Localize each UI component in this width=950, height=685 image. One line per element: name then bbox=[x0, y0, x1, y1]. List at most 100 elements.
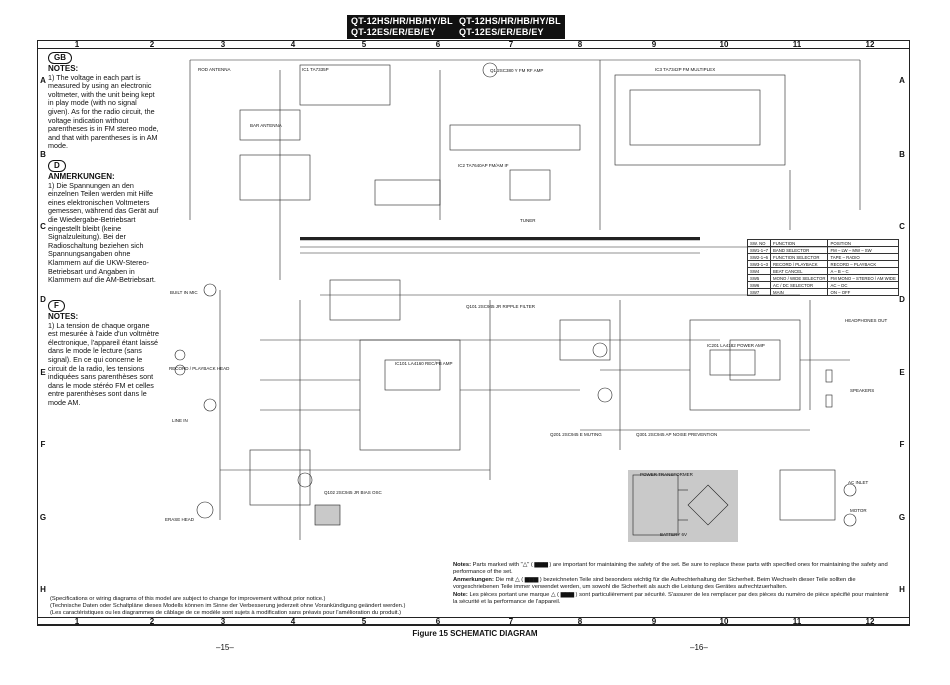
notes-text: 1) La tension de chaque organe est mesur… bbox=[48, 320, 160, 407]
label-erase-head: ERASE HEAD bbox=[165, 517, 195, 522]
col-label: 5 bbox=[361, 40, 367, 49]
row-label: E bbox=[40, 368, 46, 377]
notes-text: 1) The voltage in each part is measured … bbox=[48, 72, 159, 151]
power-supply-shaded-block bbox=[628, 470, 738, 542]
col-label: 1 bbox=[74, 617, 80, 626]
table-cell: SW1-1~7 bbox=[746, 246, 772, 254]
table-cell: SW6 bbox=[746, 281, 772, 289]
badge-d: D bbox=[48, 160, 66, 172]
schematic-drawing bbox=[174, 59, 861, 540]
col-label: 3 bbox=[220, 617, 226, 626]
row-label: D bbox=[899, 295, 905, 304]
label-power-transformer: POWER TRANSFORMER bbox=[640, 472, 693, 477]
label-am-antenna: BAR ANTENNA bbox=[250, 123, 282, 128]
notes-title: NOTES: bbox=[48, 64, 79, 73]
col-label: 8 bbox=[577, 617, 583, 626]
table-cell: SW2-1~6 bbox=[746, 253, 772, 261]
label-q102: Q102 2SC945 JR BIAS OSC bbox=[324, 490, 382, 495]
col-label: 4 bbox=[290, 617, 296, 626]
badge-gb: GB bbox=[48, 52, 72, 64]
safety-notes-label: Notes: bbox=[453, 562, 472, 568]
safety-notes-text: Parts marked with "△" ( ▆▆▆ ) are import… bbox=[453, 562, 888, 575]
row-label: C bbox=[40, 222, 46, 231]
row-label: A bbox=[899, 76, 905, 85]
column-bar-bottom: 1 2 3 4 5 6 7 8 9 10 11 12 bbox=[37, 617, 910, 626]
label-ac-inlet: AC INLET bbox=[848, 480, 869, 485]
model-title-right-line2: QT-12ES/ER/EB/EY bbox=[459, 27, 544, 37]
notes-title: ANMERKUNGEN: bbox=[48, 172, 115, 181]
safety-anm-label: Anmerkungen: bbox=[453, 577, 494, 583]
row-label: A bbox=[40, 76, 46, 85]
notes-title: NOTES: bbox=[48, 312, 79, 321]
spec-change-notes: (Specifications or wiring diagrams of th… bbox=[50, 596, 450, 617]
label-q201: Q201 2SC945 E MUTING bbox=[550, 432, 602, 437]
col-label: 7 bbox=[508, 617, 514, 626]
row-label: F bbox=[40, 440, 46, 449]
table-header-row: SW. NO FUNCTION POSITION bbox=[746, 239, 899, 247]
row-label: C bbox=[899, 222, 905, 231]
table-cell: A – B – C bbox=[827, 267, 899, 275]
table-cell: SW7 bbox=[746, 288, 772, 296]
label-ic1: IC1 TA7335P bbox=[302, 67, 329, 72]
table-header: POSITION bbox=[827, 239, 899, 247]
row-label: E bbox=[899, 368, 905, 377]
table-cell: FM MONO – STEREO / AM WIDE bbox=[827, 274, 899, 282]
col-label: 11 bbox=[792, 617, 802, 626]
label-ic101: IC101 LA4160 REC/PB AMP bbox=[395, 361, 453, 366]
page-number-right: –16– bbox=[690, 643, 708, 652]
table-row: SW4 BEAT CANCEL A – B – C bbox=[746, 267, 899, 275]
safety-note-label: Note: bbox=[453, 592, 468, 598]
table-cell: SW3-1~3 bbox=[746, 260, 772, 268]
label-tuner: TUNER bbox=[520, 218, 536, 223]
col-label: 1 bbox=[74, 40, 80, 49]
model-title-left: QT-12HS/HR/HB/HY/BL QT-12ES/ER/EB/EY bbox=[347, 15, 457, 39]
table-cell: ON – OFF bbox=[827, 288, 899, 296]
col-label: 10 bbox=[719, 40, 729, 49]
col-label: 4 bbox=[290, 40, 296, 49]
label-line-in: LINE IN bbox=[172, 418, 188, 423]
label-built-in-mic: BUILT IN MIC bbox=[170, 290, 198, 295]
table-cell: TAPE – RADIO bbox=[827, 253, 899, 261]
notes-german: D ANMERKUNGEN: 1) Die Spannungen an den … bbox=[48, 160, 160, 285]
table-row: SW1-1~7 BAND SELECTOR FM – LW – MW – SW bbox=[746, 246, 899, 254]
spec-note-fr: (Les caractéristiques ou les diagrammes … bbox=[50, 610, 402, 616]
model-title-left-line2: QT-12ES/ER/EB/EY bbox=[351, 27, 436, 37]
label-rec-pb-head: RECORD / PLAYBACK HEAD bbox=[169, 366, 230, 371]
col-label: 2 bbox=[149, 40, 155, 49]
table-cell: BAND SELECTOR bbox=[770, 246, 829, 254]
table-header: FUNCTION bbox=[770, 239, 829, 247]
label-q101: Q101 2SC945 JR RIPPLE FILTER bbox=[466, 304, 535, 309]
row-label: B bbox=[40, 150, 46, 159]
table-row: SW7 MAIN ON – OFF bbox=[746, 288, 899, 296]
model-title-left-line1: QT-12HS/HR/HB/HY/BL bbox=[351, 16, 453, 26]
model-title-right: QT-12HS/HR/HB/HY/BL QT-12ES/ER/EB/EY bbox=[455, 15, 565, 39]
label-battery: BATTERY 6V bbox=[660, 532, 688, 537]
spec-note-de: (Technische Daten oder Schaltpläne diese… bbox=[50, 603, 406, 609]
row-label: H bbox=[40, 585, 46, 594]
table-cell: BEAT CANCEL bbox=[770, 267, 829, 275]
row-label: D bbox=[40, 295, 46, 304]
col-label: 9 bbox=[651, 40, 657, 49]
notes-text: 1) Die Spannungen an den einzelnen Teile… bbox=[48, 180, 159, 285]
table-cell: SW5 bbox=[746, 274, 772, 282]
model-title-right-line1: QT-12HS/HR/HB/HY/BL bbox=[459, 16, 561, 26]
figure-caption: Figure 15 SCHEMATIC DIAGRAM bbox=[412, 629, 538, 638]
safety-anm-text: Die mit △ ( ▆▆▆ ) bezeichneten Teile sin… bbox=[453, 577, 856, 590]
row-label: H bbox=[899, 585, 905, 594]
label-ic3: IC3 TA7342P FM MULTIPLEX bbox=[655, 67, 716, 72]
table-cell: FM – LW – MW – SW bbox=[827, 246, 899, 254]
table-header: SW. NO bbox=[746, 239, 772, 247]
col-label: 3 bbox=[220, 40, 226, 49]
table-row: SW6 AC / DC SELECTOR AC – DC bbox=[746, 281, 899, 289]
table-row: SW5 MONO / WIDE SELECTOR FM MONO – STERE… bbox=[746, 274, 899, 282]
label-fm-antenna: ROD ANTENNA bbox=[198, 67, 231, 72]
table-cell: MONO / WIDE SELECTOR bbox=[770, 274, 829, 282]
label-headphones: HEADPHONES OUT bbox=[845, 318, 888, 323]
row-label: B bbox=[899, 150, 905, 159]
notes-english: GB NOTES: 1) The voltage in each part is… bbox=[48, 52, 160, 151]
col-label: 12 bbox=[865, 617, 875, 626]
table-cell: AC / DC SELECTOR bbox=[770, 281, 829, 289]
safety-note-text: Les pièces portant une marque △ ( ▆▆▆ ) … bbox=[453, 592, 889, 605]
table-row: SW2-1~6 FUNCTION SELECTOR TAPE – RADIO bbox=[746, 253, 899, 261]
table-cell: MAIN bbox=[770, 288, 829, 296]
